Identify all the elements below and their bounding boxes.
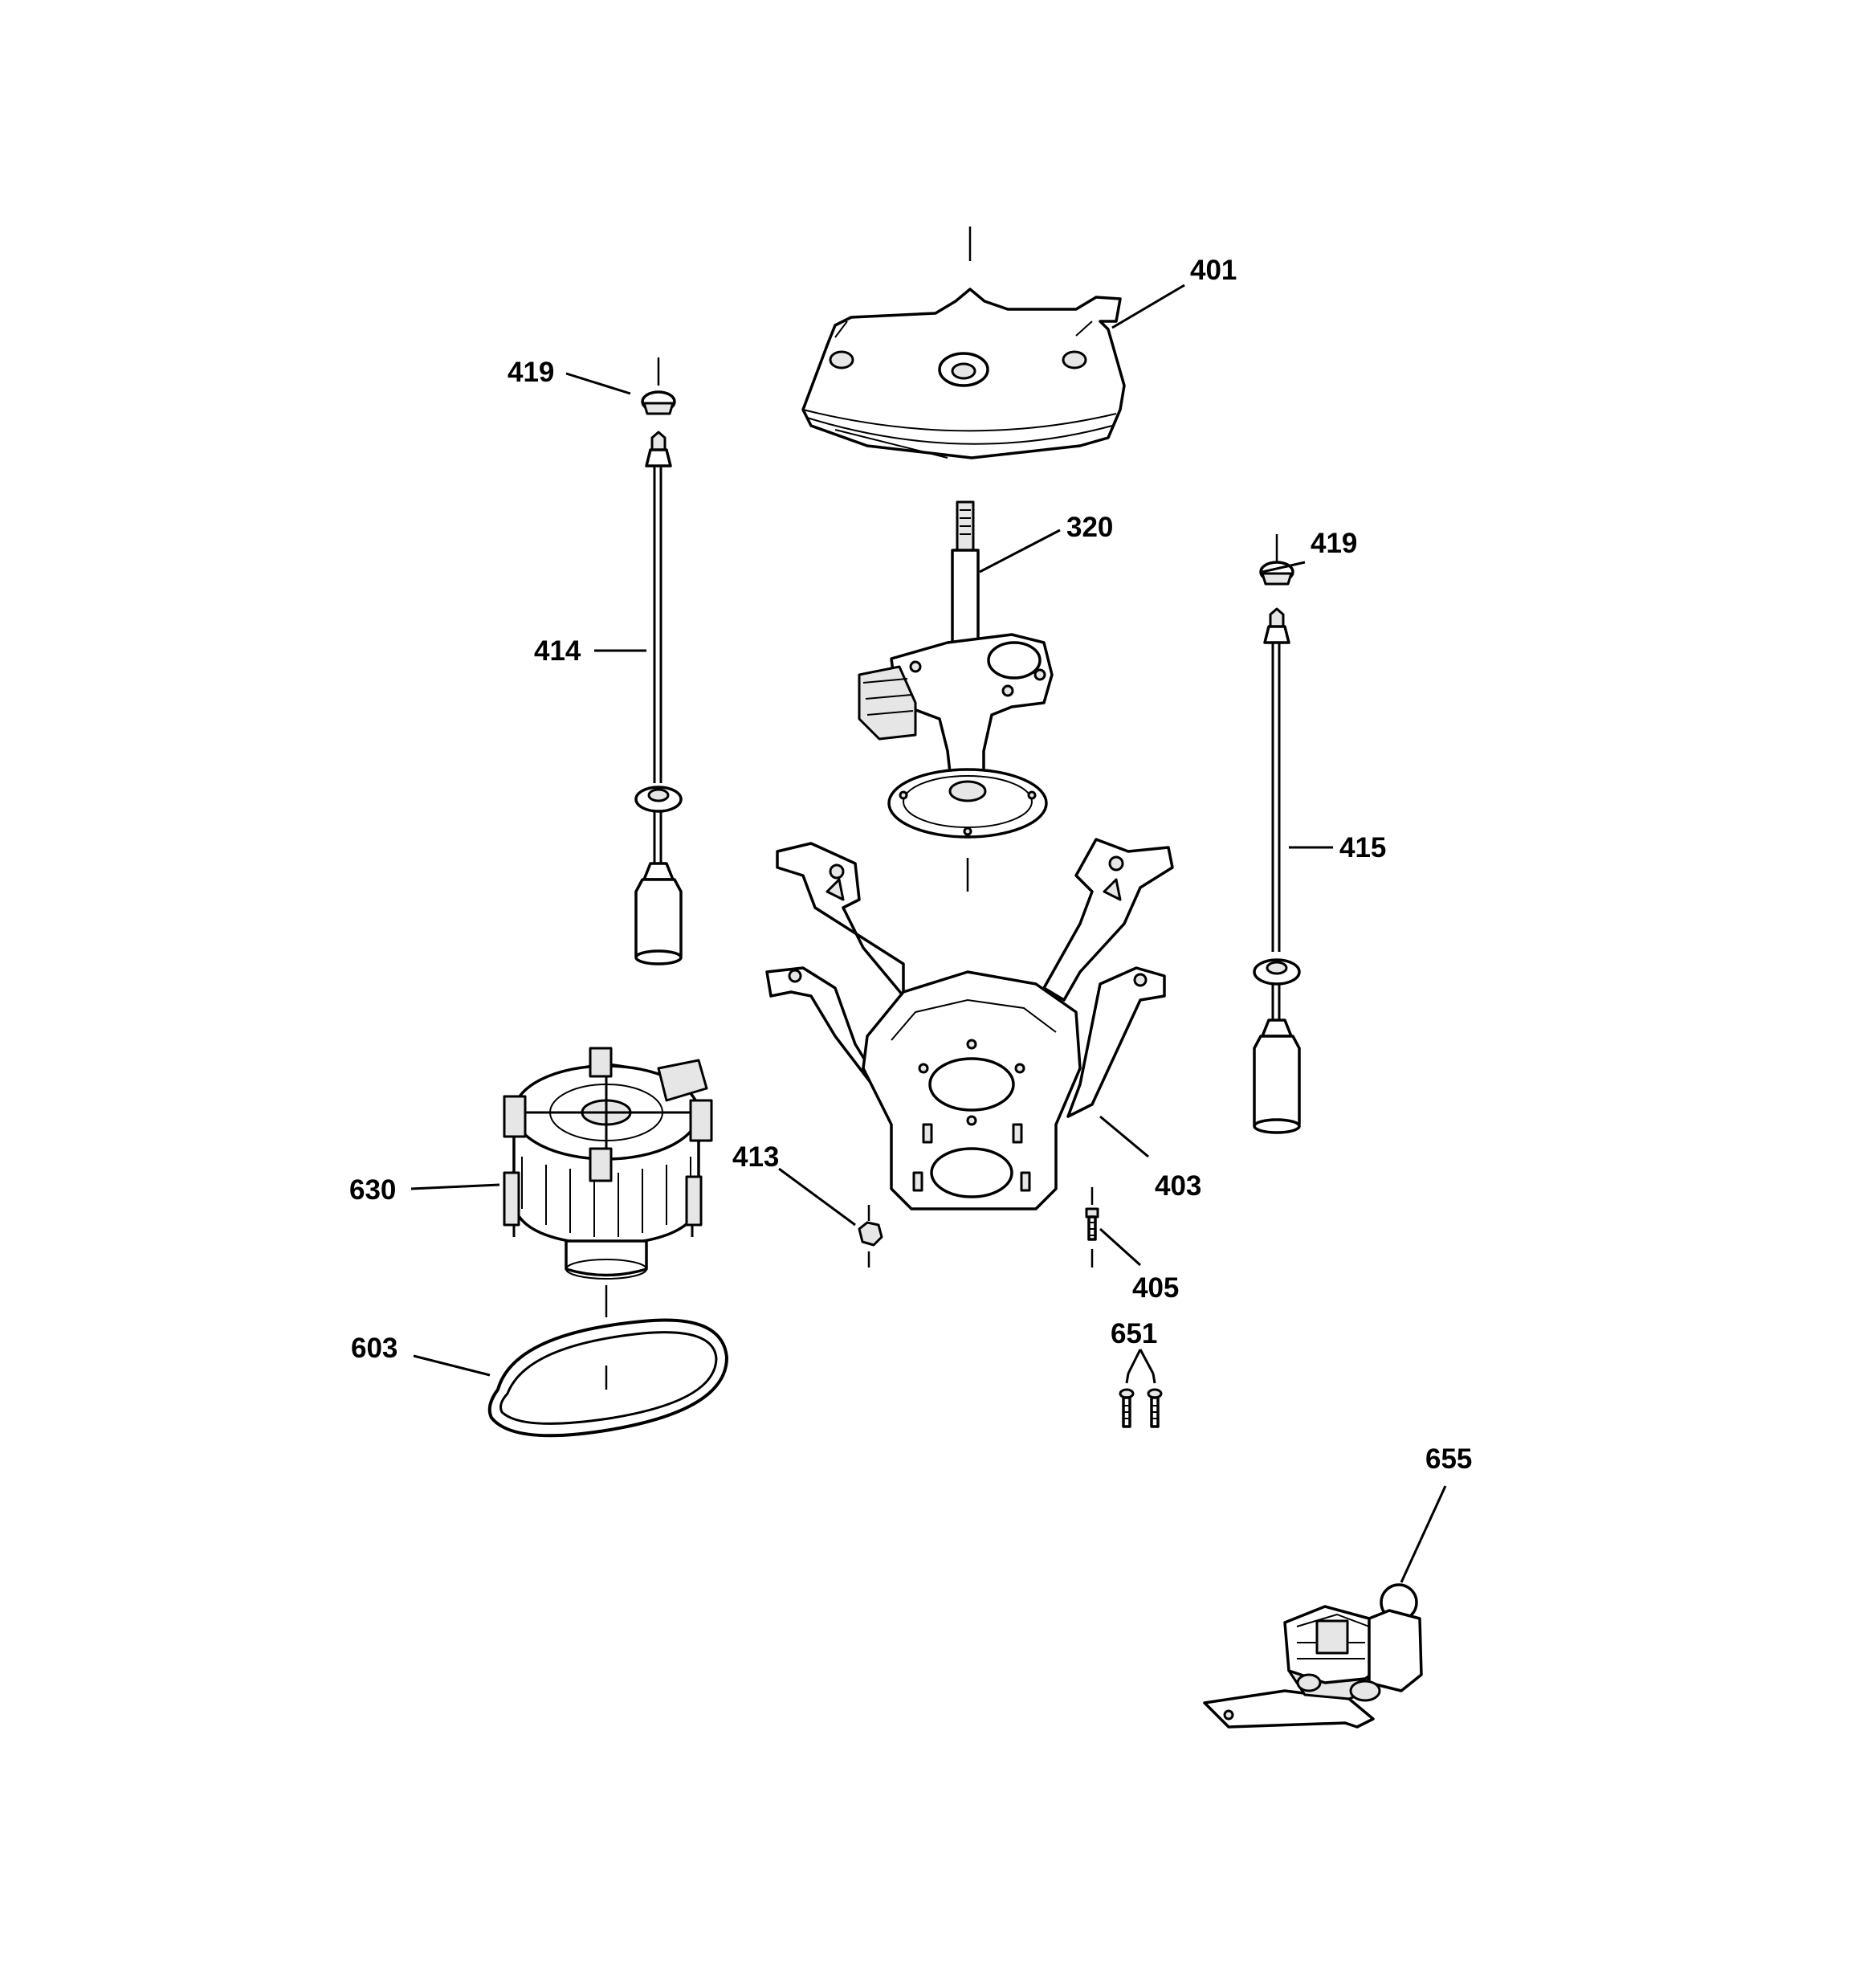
part-320-transmission[interactable] (858, 500, 1054, 892)
leader-lines (410, 284, 1447, 1583)
callout-413: 413 (732, 1141, 779, 1173)
part-655-pump[interactable] (1203, 1583, 1423, 1729)
part-603-belt[interactable] (487, 1318, 728, 1438)
part-414-suspension-rod[interactable] (634, 431, 683, 965)
callout-401: 401 (1190, 255, 1237, 286)
callout-603: 603 (351, 1333, 397, 1364)
callout-labels: 401 419 419 320 414 415 413 403 630 405 … (349, 255, 1472, 1475)
callout-415: 415 (1339, 832, 1386, 863)
part-403-bracket[interactable] (765, 838, 1174, 1210)
callout-414: 414 (534, 635, 581, 667)
part-419-cap-right[interactable] (1259, 534, 1294, 586)
callout-403: 403 (1155, 1170, 1201, 1202)
part-401-cover[interactable] (801, 227, 1126, 459)
callout-405: 405 (1132, 1272, 1179, 1304)
part-630-motor[interactable] (503, 1047, 713, 1317)
part-651-screws[interactable] (1119, 1388, 1163, 1428)
callout-630: 630 (349, 1174, 396, 1206)
part-413-nut[interactable] (858, 1205, 883, 1268)
callout-651: 651 (1111, 1318, 1157, 1349)
part-419-cap-left[interactable] (641, 357, 676, 415)
callout-655: 655 (1425, 1443, 1472, 1475)
callout-419-right: 419 (1311, 528, 1357, 559)
part-415-suspension-rod[interactable] (1253, 607, 1301, 1134)
callout-419-left: 419 (508, 357, 554, 388)
part-405-screw[interactable] (1085, 1187, 1099, 1268)
callout-320: 320 (1066, 512, 1113, 543)
